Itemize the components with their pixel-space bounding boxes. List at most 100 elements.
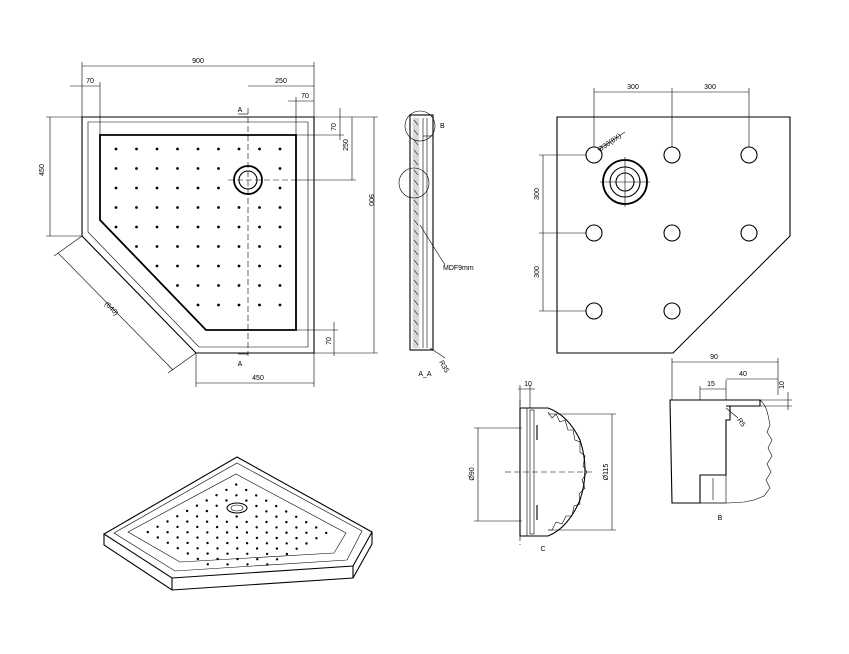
top-view: 900 70 250 70 A 450 70 250 900 [39,58,378,387]
detail-c-caption: C [540,546,545,553]
dim-total-width: 900 [192,58,204,65]
drainage-dot [278,245,282,248]
dim-15: 15 [707,381,715,388]
iso-drainage-dot [245,520,248,524]
drainage-dot [176,225,179,229]
iso-drainage-dot [156,525,159,528]
iso-drainage-dot [246,563,249,566]
iso-drainage-dot [206,563,209,566]
drainage-dot [237,245,241,248]
drainage-dot [278,284,282,287]
drain-outer [233,165,263,195]
detail-c: 10 Ø90 Ø115 C [469,381,616,553]
dim-outer-diameter: Ø115 [603,464,610,481]
drainage-dot [217,186,220,190]
iso-drainage-dot [285,510,288,513]
iso-drainage-dot [305,531,308,534]
drainage-dot [135,206,138,209]
drainage-dot [155,206,159,209]
iso-drainage-dot [235,536,239,539]
iso-drainage-dot [305,542,308,545]
iso-drainage-dot [325,531,328,535]
drainage-dot [155,245,159,248]
dim-drain-offset: 250 [275,78,287,85]
iso-drainage-dot [245,531,249,534]
iso-drainage-dot [176,536,179,539]
dim-left-height: 450 [39,164,46,176]
iso-drainage-dot [225,520,229,523]
iso-drainage-dot [205,520,209,523]
iso-drainage-dot [226,563,229,566]
drainage-dot [114,225,118,229]
iso-drainage-dot [166,531,169,534]
drainage-dot [217,284,220,287]
drainage-dot [258,245,261,248]
iso-drainage-dot [225,488,228,492]
dim-total-height: 900 [367,194,374,206]
iso-drainage-dot [295,547,298,550]
drainage-dot [135,186,138,190]
section-mark-top: A [238,107,243,114]
drainage-dot [176,186,179,190]
drainage-dot [258,284,261,287]
drainage-dot [258,147,261,151]
iso-drainage-dot [226,541,229,545]
drainage-dot [237,206,241,209]
iso-drainage-dot [156,536,159,539]
drainage-dot [155,225,159,229]
detail-b-mark: B [440,123,445,130]
radius-label: R5 [735,417,746,428]
iso-drainage-dot [195,515,199,518]
iso-drainage-dot [236,557,239,561]
iso-drainage-dot [205,509,209,513]
drainage-dot [155,186,159,190]
iso-drainage-dot [265,531,268,534]
iso-drainage-dot [215,515,219,518]
drainage-dot [155,264,159,268]
hole-label: Ø30(8X) [597,133,623,154]
iso-drainage-dot [215,525,219,529]
drainage-dot [237,303,241,307]
iso-drainage-dot [225,531,229,534]
iso-drainage-dot [176,515,179,518]
dim-vertical-2: 300 [534,266,541,278]
drainage-dot [278,303,282,307]
drainage-dot [217,303,220,307]
iso-drainage-dot [186,552,189,555]
iso-drainage-dot [255,526,258,529]
iso-drainage-dot [266,563,269,566]
iso-drainage-dot [235,515,238,518]
drainage-dot [176,206,179,209]
iso-drainage-dot [195,504,199,507]
drainage-dot [196,147,200,151]
drainage-dot [237,284,241,287]
dim-spacing-1: 300 [627,84,639,91]
iso-drainage-dot [265,499,268,502]
drainage-dot [217,264,220,268]
drainage-dot [278,186,282,190]
drainage-dot [155,147,159,151]
drainage-dot [237,264,241,268]
dim-right-drain: 250 [343,139,350,151]
iso-drainage-dot [186,520,189,523]
drainage-dot [176,264,179,268]
iso-drainage-dot [275,515,278,518]
drainage-dot [217,206,220,209]
section-mark-bottom: A [238,361,243,368]
iso-drainage-dot [185,509,189,513]
iso-drainage-dot [216,547,219,550]
dim-right-top-rim: 70 [331,123,338,131]
iso-floor [127,473,347,563]
section-view: B MDF9mm R35 A_A [398,110,474,378]
drainage-dot [176,147,179,151]
dim-total: 90 [710,354,718,361]
drainage-dot [135,167,138,170]
tray-outline [81,116,315,354]
iso-drainage-dot [275,536,278,540]
dim-spacing-2: 300 [704,84,716,91]
iso-drainage-dot [305,521,308,524]
iso-drainage-dot [255,494,258,497]
iso-drainage-dot [216,536,219,539]
iso-drainage-dot [176,547,179,550]
iso-drainage-dot [215,504,218,507]
